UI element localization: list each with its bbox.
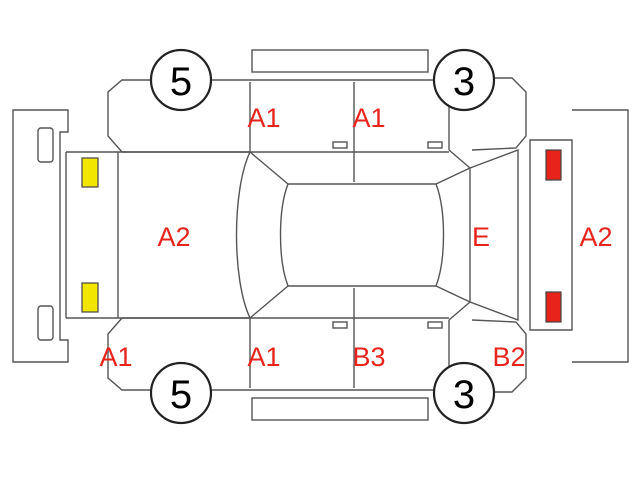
code-rear-corner-bottom: B2: [492, 342, 525, 372]
wheel-front-right: 5: [149, 361, 213, 425]
top-side-skirt: [251, 49, 429, 73]
code-rear-window: E: [472, 222, 490, 252]
wheel-rear-left-number: 3: [453, 60, 475, 104]
front-lamp-top: [81, 157, 99, 188]
front-bumper: [12, 109, 69, 363]
code-rear-bumper: A2: [579, 222, 612, 252]
rear-lamp-bottom: [545, 291, 562, 323]
wheel-rear-left: 3: [432, 48, 496, 112]
rear-window-panel: [469, 148, 519, 322]
wheel-rear-right: 3: [432, 361, 496, 425]
rear-lamp-housing: [529, 139, 573, 331]
code-hood: A2: [157, 222, 190, 252]
code-front-door-top: A1: [247, 103, 280, 133]
wheel-rear-right-number: 3: [453, 373, 475, 417]
cabin: [235, 149, 471, 321]
bottom-side-skirt: [251, 397, 429, 421]
rear-bumper: [572, 109, 629, 363]
front-lamp-bottom: [81, 282, 99, 313]
code-front-corner-bottom: A1: [99, 342, 132, 372]
wheel-front-left-number: 5: [170, 60, 192, 104]
wheel-front-right-number: 5: [170, 373, 192, 417]
rear-lamp-top: [545, 149, 562, 181]
damage-codes: A1 A1 A2 E A2 A1 A1 B3 B2: [99, 103, 612, 372]
wheel-front-left: 5: [149, 48, 213, 112]
code-rear-door-top: A1: [352, 103, 385, 133]
code-rear-door-bottom: B3: [352, 342, 385, 372]
code-front-door-bottom: A1: [247, 342, 280, 372]
